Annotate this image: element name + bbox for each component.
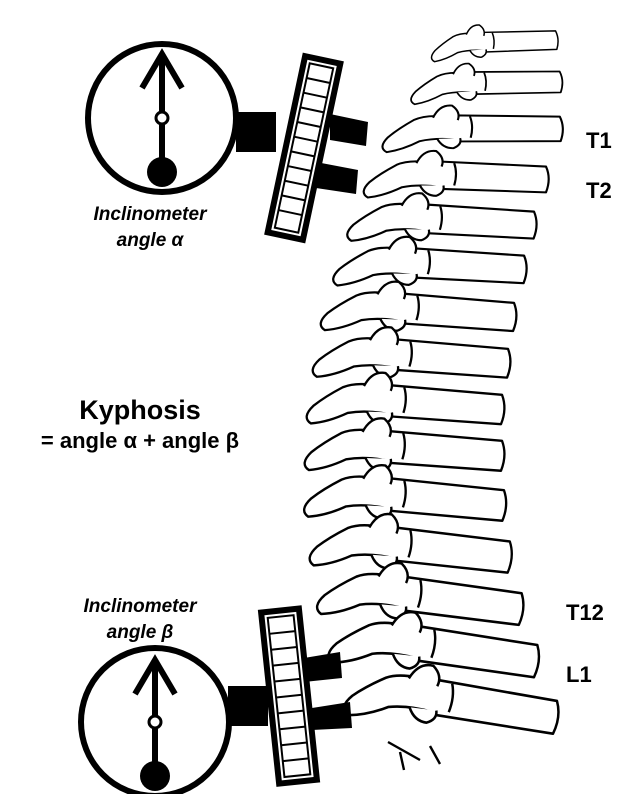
label-t1: T1 — [586, 128, 612, 154]
vertebra-t4 — [333, 236, 527, 289]
arm-upper-2 — [316, 162, 358, 194]
inclinometer-bottom-title: Inclinometer — [50, 594, 230, 620]
vertebra-c6 — [429, 19, 558, 61]
vertebra-l2-fragment — [388, 742, 440, 770]
arm-lower-2 — [312, 702, 352, 730]
inclinometer-top-title: Inclinometer — [60, 202, 240, 228]
inclinometer-dial-icon — [81, 648, 229, 794]
ruler-top — [268, 56, 341, 240]
inclinometer-dial-icon — [88, 44, 236, 192]
vertebra-t9 — [304, 461, 508, 527]
formula-equation: = angle α + angle β — [0, 426, 280, 456]
ruler-bottom — [261, 609, 317, 784]
arm-upper-1 — [330, 114, 368, 146]
inclinometer-top-label: Inclinometer angle α — [60, 202, 240, 254]
vertebra-t7 — [306, 370, 505, 430]
vertebra-t5 — [321, 279, 518, 337]
kyphosis-formula: Kyphosis = angle α + angle β — [0, 394, 280, 456]
vertebra-c7 — [409, 59, 563, 105]
vertebra-t6 — [312, 325, 511, 384]
inclinometer-top-angle: angle α — [60, 228, 240, 254]
inclinometer-bottom-angle: angle β — [50, 620, 230, 646]
connector-lower-left — [228, 686, 268, 726]
label-t12: T12 — [566, 600, 604, 626]
vertebra-t8 — [304, 416, 505, 477]
inclinometer-bottom-label: Inclinometer angle β — [50, 594, 230, 646]
label-t2: T2 — [586, 178, 612, 204]
formula-title: Kyphosis — [0, 394, 280, 426]
label-l1: L1 — [566, 662, 592, 688]
connector-upper-left — [236, 112, 276, 152]
arm-lower-1 — [304, 652, 342, 682]
vertebra-t3 — [347, 192, 537, 244]
vertebra-t2 — [364, 151, 549, 198]
vertebra-t1 — [381, 102, 563, 153]
